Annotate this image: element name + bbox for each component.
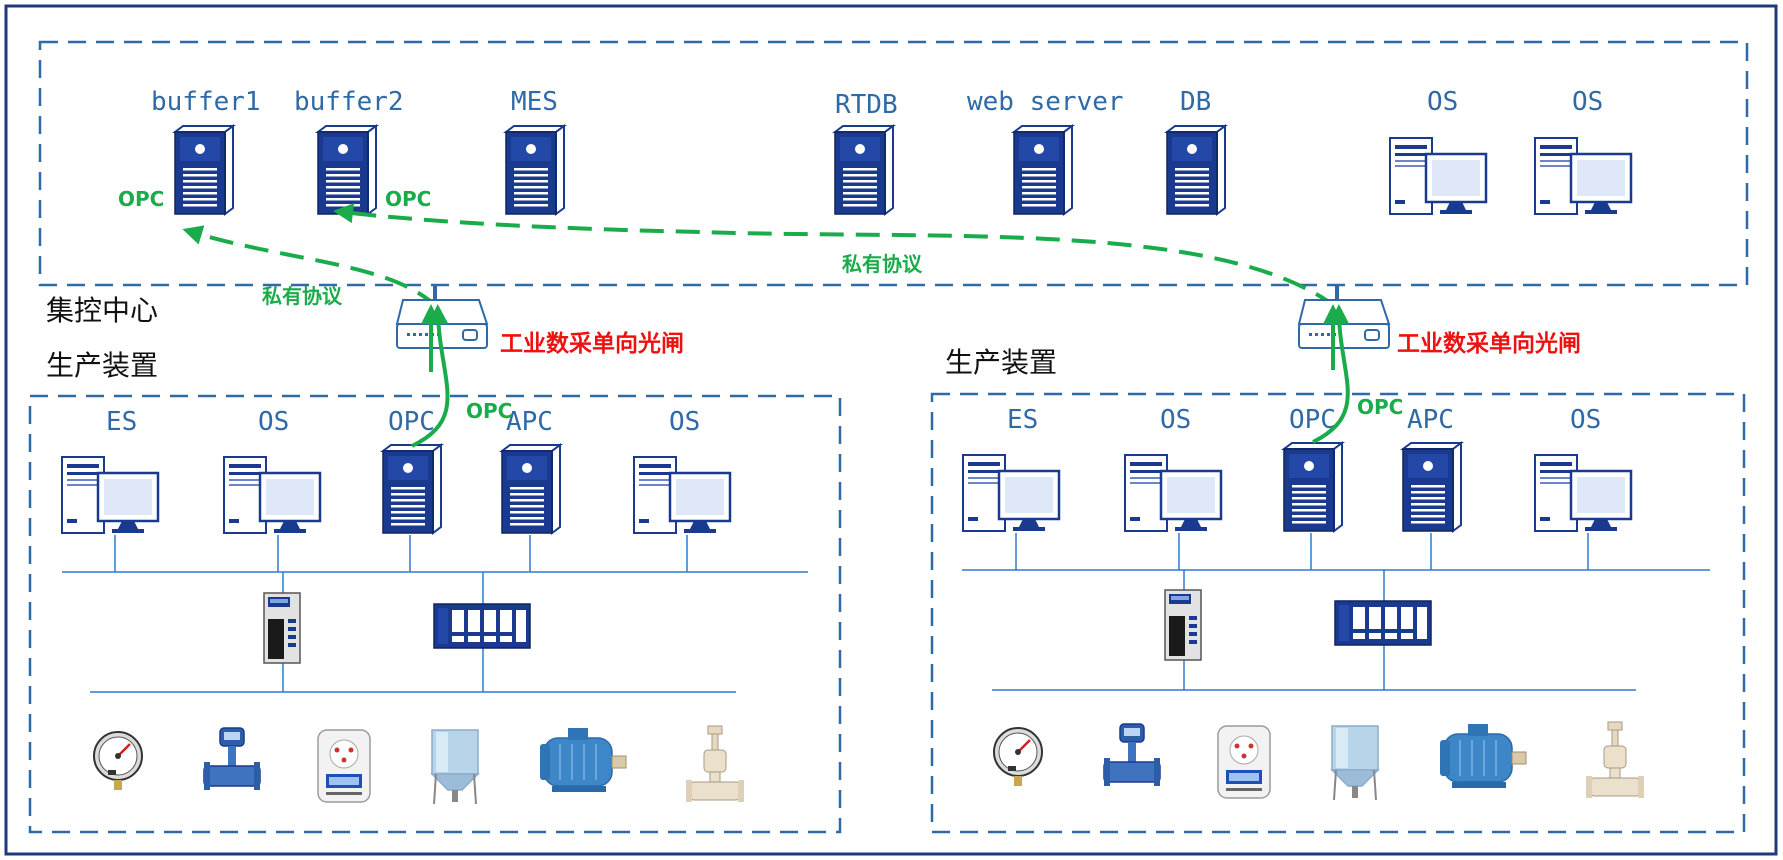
- pu1-io-rack-icon: [433, 603, 531, 649]
- os-workstation-icon-cc-2: [1533, 136, 1633, 216]
- pu1-os-workstation-icon-2: [632, 455, 732, 535]
- pu1-es-label: ES: [106, 407, 137, 437]
- pu1-opc-label: OPC: [388, 407, 435, 437]
- private-protocol-arrow-2: [333, 203, 1338, 309]
- pu2-apc-label: APC: [1407, 405, 1454, 435]
- os-label-cc-2: OS: [1572, 87, 1603, 117]
- pu1-opc-uplink-arrow: [411, 304, 450, 448]
- pu1-meter-device-icon: [317, 729, 371, 803]
- os-workstation-icon-cc-1: [1388, 136, 1488, 216]
- pu2-flowmeter-icon: [1103, 723, 1161, 787]
- pu2-io-rack-icon: [1334, 600, 1432, 646]
- pu1-os-workstation-icon-1: [222, 455, 322, 535]
- mes-server-icon: [505, 125, 565, 215]
- pu1-pressure-gauge-icon: [92, 730, 144, 792]
- production-unit-2: ES OS OPC APC OS OPC: [930, 304, 1746, 834]
- rtdb-label: RTDB: [835, 90, 898, 120]
- pu1-apc-server-icon: [501, 444, 561, 534]
- db-label: DB: [1180, 87, 1211, 117]
- buffer1-label: buffer1: [151, 87, 261, 117]
- pu1-motor-icon: [539, 727, 627, 793]
- web-server-icon: [1013, 125, 1073, 215]
- pu2-opc-link-label: OPC: [1357, 395, 1403, 419]
- os-label-cc-1: OS: [1427, 87, 1458, 117]
- private-protocol-arrow-1: [182, 225, 439, 309]
- pu1-os-label-1: OS: [258, 407, 289, 437]
- pu2-pressure-gauge-icon: [992, 726, 1044, 788]
- pu1-controller-module-icon: [263, 592, 301, 664]
- pu1-flowmeter-icon: [203, 727, 261, 791]
- pu2-opc-server-icon: [1283, 442, 1343, 532]
- rtdb-server-icon: [834, 125, 894, 215]
- pu2-os-label-2: OS: [1570, 405, 1601, 435]
- pu2-valve-icon: [1585, 721, 1645, 799]
- pu2-motor-icon: [1439, 723, 1527, 789]
- pu2-es-workstation-icon: [961, 453, 1061, 533]
- pu2-es-label: ES: [1007, 405, 1038, 435]
- pu1-tank-icon: [431, 729, 479, 805]
- private-protocol-label-2: 私有协议: [842, 252, 923, 276]
- production-unit-2-label: 生产装置: [945, 346, 1057, 379]
- pu2-opc-uplink-arrow: [1312, 304, 1350, 444]
- pu2-os-label-1: OS: [1160, 405, 1191, 435]
- production-unit-1: ES OS OPC APC OS OPC: [28, 304, 842, 834]
- pu1-es-workstation-icon: [60, 455, 160, 535]
- pu2-tank-icon: [1331, 725, 1379, 801]
- buffer1-opc-label: OPC: [118, 187, 164, 211]
- control-center-label: 集控中心: [46, 294, 158, 327]
- web-server-label: web server: [967, 87, 1124, 117]
- mes-label: MES: [511, 87, 558, 117]
- gateway-label-1: 工业数采单向光闸: [500, 330, 684, 357]
- buffer2-opc-label: OPC: [385, 187, 431, 211]
- gateway-label-2: 工业数采单向光闸: [1397, 330, 1581, 357]
- outer-frame: [4, 4, 1778, 856]
- buffer2-server-icon: [317, 125, 377, 215]
- pu1-apc-label: APC: [506, 407, 553, 437]
- pu1-opc-server-icon: [382, 444, 442, 534]
- db-server-icon: [1166, 125, 1226, 215]
- pu1-opc-link-label: OPC: [466, 399, 512, 423]
- pu2-controller-module-icon: [1164, 589, 1202, 661]
- pu1-valve-icon: [685, 725, 745, 803]
- pu2-meter-device-icon: [1217, 725, 1271, 799]
- private-protocol-label-1: 私有协议: [262, 284, 343, 308]
- pu1-os-label-2: OS: [669, 407, 700, 437]
- pu2-os-workstation-icon-2: [1533, 453, 1633, 533]
- production-unit-1-box: [28, 394, 842, 834]
- buffer1-server-icon: [174, 125, 234, 215]
- pu2-apc-server-icon: [1402, 442, 1462, 532]
- production-unit-1-label: 生产装置: [46, 349, 158, 382]
- pu2-os-workstation-icon-1: [1123, 453, 1223, 533]
- control-center-box: [38, 40, 1749, 287]
- buffer2-label: buffer2: [294, 87, 404, 117]
- pu2-opc-label: OPC: [1289, 405, 1336, 435]
- production-unit-2-box: [930, 392, 1746, 834]
- gateway-router-icon-2: [1298, 285, 1390, 349]
